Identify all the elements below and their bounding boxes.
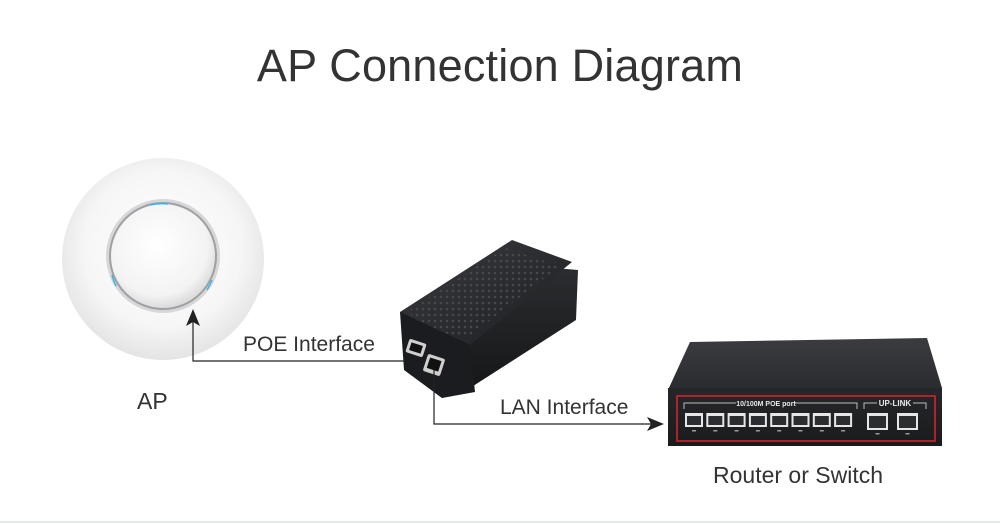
switch-device: 10/100M POE port UP-LINK <box>668 338 942 446</box>
poe-port-8-led <box>841 430 846 432</box>
ap-led-top <box>149 202 169 206</box>
switch-label: Router or Switch <box>713 462 884 488</box>
uplink-port-1-socket <box>869 416 886 428</box>
poe-port-3-led <box>734 430 739 432</box>
injector-grip-texture <box>410 248 560 337</box>
poe-port-6-led <box>798 430 803 432</box>
poe-port-4-led <box>755 430 760 432</box>
ap-led-right <box>206 279 213 291</box>
ap-led-left <box>111 274 117 287</box>
poe-port-1-led <box>692 430 696 432</box>
injector-front <box>400 312 475 398</box>
uplink-port-2-socket <box>899 416 916 428</box>
poe-port-7-socket <box>814 416 829 425</box>
lan-connection-line <box>433 370 652 425</box>
poe-port-5-socket <box>772 416 787 425</box>
diagram-title: AP Connection Diagram <box>256 40 744 91</box>
arrow-up-icon <box>186 309 200 326</box>
poe-port-7-led <box>819 430 824 432</box>
poe-injector-device <box>400 240 578 398</box>
poe-port-4-socket <box>750 416 765 425</box>
switch-poe-ports <box>685 413 853 432</box>
switch-accent-border <box>676 395 936 442</box>
uplink-port-1-led <box>875 433 880 435</box>
poe-port-1-socket <box>687 416 701 425</box>
poe-connection <box>186 309 405 362</box>
uplink-port-2-led <box>905 433 910 435</box>
poe-port-2-led <box>713 430 718 432</box>
lan-connection <box>433 370 664 431</box>
switch-panel-label: 10/100M POE port <box>736 401 796 408</box>
ap-center-dome <box>111 204 215 308</box>
ap-device <box>62 158 264 360</box>
poe-port-6-socket <box>793 416 808 425</box>
lan-interface-label: LAN Interface <box>500 396 629 419</box>
ap-label: AP <box>137 388 168 414</box>
poe-port-8-socket <box>836 416 851 425</box>
switch-uplink-label: UP-LINK <box>879 399 912 408</box>
poe-port-3-socket <box>729 416 744 425</box>
poe-interface-label: POE Interface <box>243 333 375 356</box>
poe-port-5-led <box>777 430 782 432</box>
poe-port-2-socket <box>708 416 723 425</box>
switch-top <box>668 338 942 390</box>
bottom-divider <box>0 521 1000 523</box>
arrow-right-icon <box>647 417 664 431</box>
switch-uplink-ports <box>867 413 918 435</box>
poe-connection-line <box>192 320 405 362</box>
